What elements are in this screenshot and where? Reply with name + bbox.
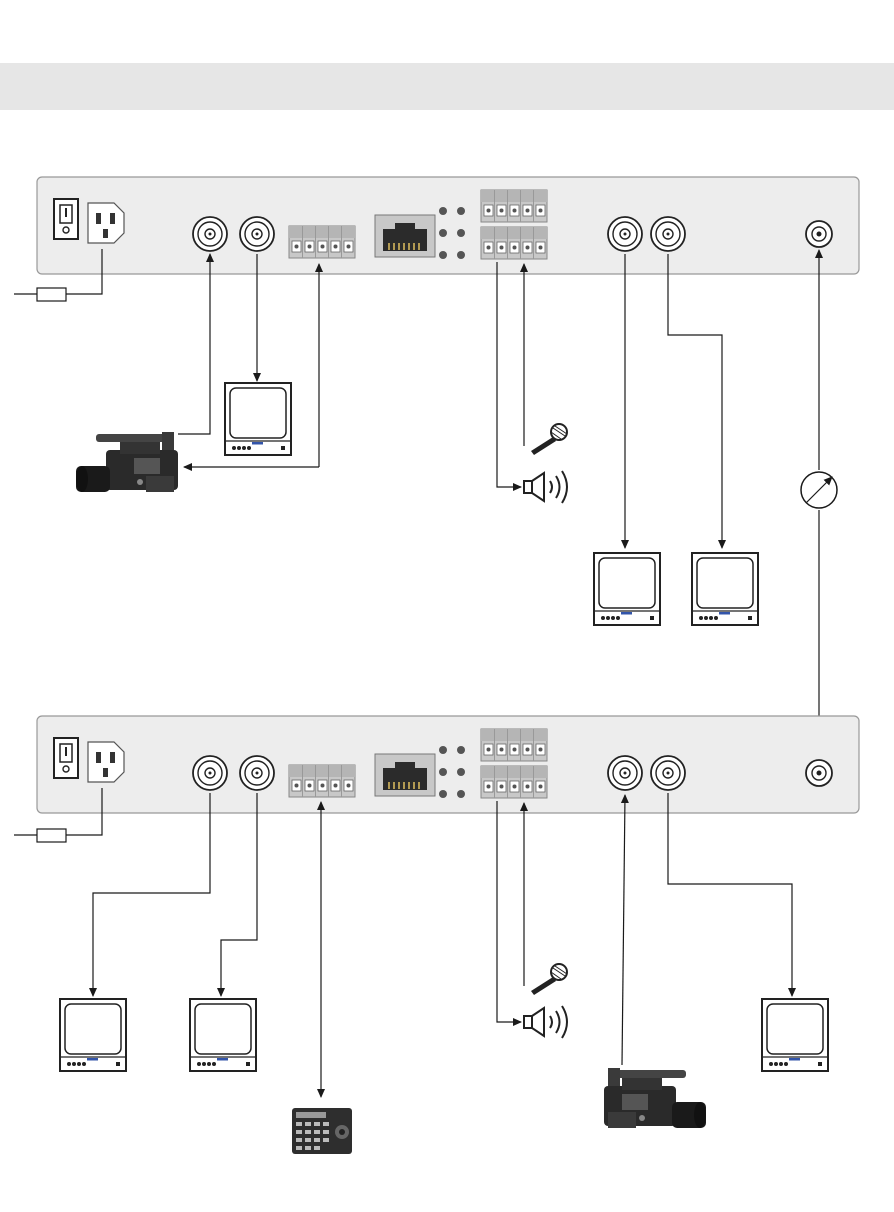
terminal-audio-upper-icon[interactable] (481, 190, 547, 222)
bottom-unit-panel (37, 716, 859, 813)
monitor-icon (692, 553, 758, 625)
bnc-video-out-icon[interactable] (240, 217, 274, 251)
video-camera-icon (604, 1068, 706, 1128)
monitor-icon (60, 999, 126, 1071)
fiber-port-icon[interactable] (806, 221, 832, 247)
rj45-port-icon[interactable] (375, 754, 435, 796)
monitor-icon (190, 999, 256, 1071)
bnc-video-in-2-icon[interactable] (651, 217, 685, 251)
microphone-icon (531, 424, 567, 455)
bnc-video-out-2-icon[interactable] (608, 217, 642, 251)
bnc-video-in-icon[interactable] (608, 756, 642, 790)
keyboard-controller-icon (292, 1108, 352, 1154)
bnc-video-out-2-icon[interactable] (240, 756, 274, 790)
top-unit-panel (37, 177, 859, 274)
monitor-icon (225, 383, 291, 455)
terminal-data-icon[interactable] (289, 226, 355, 258)
fiber-port-icon[interactable] (806, 760, 832, 786)
rj45-port-icon[interactable] (375, 215, 435, 257)
video-camera-icon (76, 432, 178, 492)
speaker-icon (524, 471, 567, 503)
bnc-video-in-icon[interactable] (193, 217, 227, 251)
terminal-audio-lower-icon[interactable] (481, 766, 547, 798)
terminal-audio-lower-icon[interactable] (481, 227, 547, 259)
monitor-icon (762, 999, 828, 1071)
bnc-video-out-3-icon[interactable] (651, 756, 685, 790)
speaker-icon (524, 1006, 567, 1038)
top-unit (37, 177, 859, 274)
power-switch-icon[interactable] (54, 738, 124, 782)
microphone-icon (531, 964, 567, 995)
bnc-video-out-icon[interactable] (193, 756, 227, 790)
terminal-audio-upper-icon[interactable] (481, 729, 547, 761)
terminal-data-icon[interactable] (289, 765, 355, 797)
bottom-unit (37, 716, 859, 813)
fiber-link (801, 250, 837, 754)
power-switch-icon[interactable] (54, 199, 124, 243)
monitor-icon (594, 553, 660, 625)
